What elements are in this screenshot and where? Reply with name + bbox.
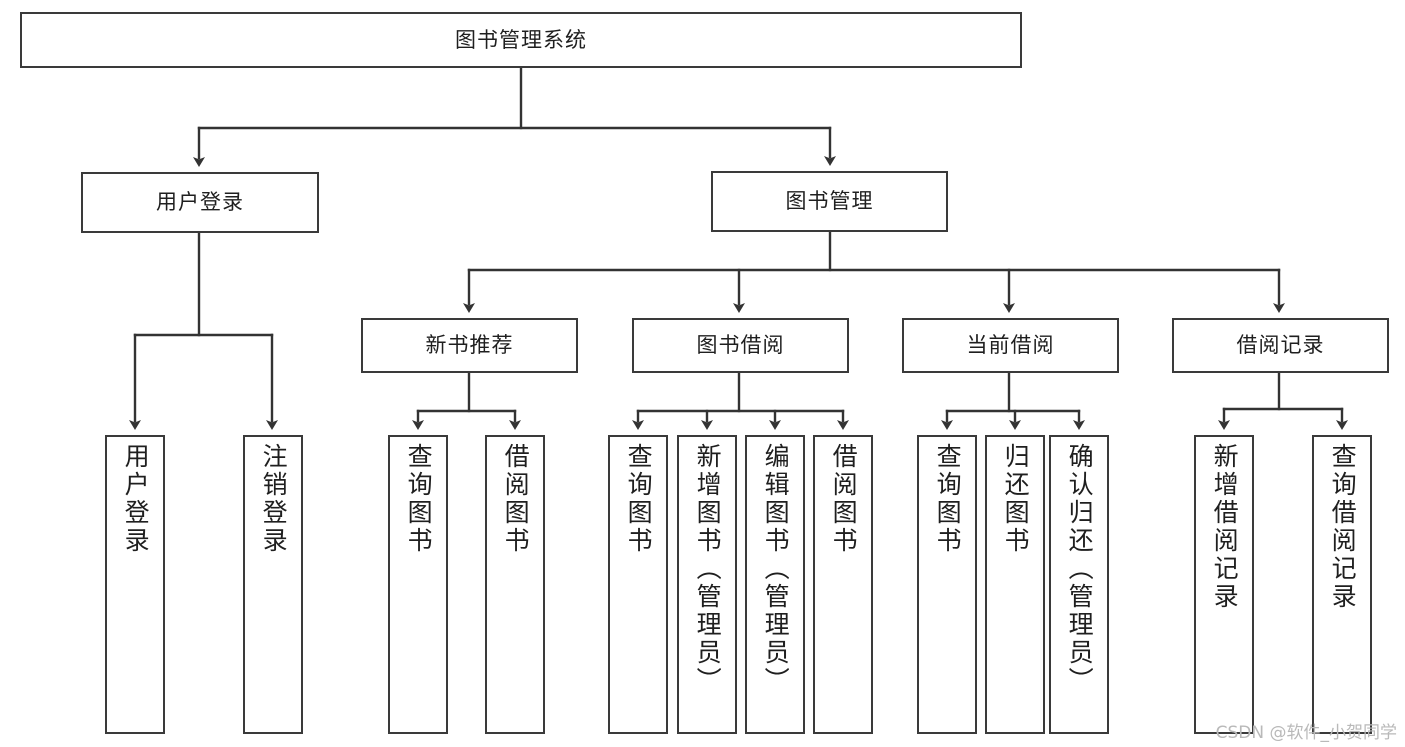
node-current-borrow[interactable]: 当前借阅 [902,318,1119,373]
node-user-login[interactable]: 用户登录 [81,172,319,233]
node-leaf-br-add[interactable]: 新增借阅记录 [1194,435,1254,734]
node-current-borrow-label: 当前借阅 [966,333,1055,358]
node-leaf-bb-edit-label: 编辑图书（管理员） [761,443,791,695]
node-book-manage-label: 图书管理 [785,189,874,214]
node-leaf-user-login[interactable]: 用户登录 [105,435,165,734]
node-book-manage[interactable]: 图书管理 [711,171,948,232]
node-leaf-bb-add[interactable]: 新增图书（管理员） [677,435,737,734]
node-leaf-bb-query[interactable]: 查询图书 [608,435,668,734]
node-leaf-cb-confirm-label: 确认归还（管理员） [1065,443,1095,695]
node-leaf-bb-add-label: 新增图书（管理员） [693,443,723,695]
node-leaf-cb-return[interactable]: 归还图书 [985,435,1045,734]
node-new-book-rec-label: 新书推荐 [425,333,514,358]
node-leaf-rec-borrow[interactable]: 借阅图书 [485,435,545,734]
node-leaf-rec-borrow-label: 借阅图书 [501,443,531,555]
node-leaf-cb-confirm[interactable]: 确认归还（管理员） [1049,435,1109,734]
node-leaf-bb-query-label: 查询图书 [624,443,654,555]
node-root[interactable]: 图书管理系统 [20,12,1022,68]
node-leaf-bb-borrow[interactable]: 借阅图书 [813,435,873,734]
node-leaf-bb-edit[interactable]: 编辑图书（管理员） [745,435,805,734]
node-leaf-br-query-label: 查询借阅记录 [1328,443,1358,611]
node-leaf-bb-borrow-label: 借阅图书 [829,443,859,555]
node-borrow-record-label: 借阅记录 [1236,333,1325,358]
node-leaf-rec-query[interactable]: 查询图书 [388,435,448,734]
node-leaf-user-logout[interactable]: 注销登录 [243,435,303,734]
node-new-book-rec[interactable]: 新书推荐 [361,318,578,373]
node-user-login-label: 用户登录 [156,190,244,215]
node-borrow-record[interactable]: 借阅记录 [1172,318,1389,373]
node-book-borrow[interactable]: 图书借阅 [632,318,849,373]
node-leaf-br-add-label: 新增借阅记录 [1210,443,1240,611]
node-root-label: 图书管理系统 [455,27,587,52]
node-leaf-user-logout-label: 注销登录 [259,443,289,555]
node-leaf-br-query[interactable]: 查询借阅记录 [1312,435,1372,734]
node-leaf-cb-query-label: 查询图书 [933,443,963,555]
node-leaf-cb-query[interactable]: 查询图书 [917,435,977,734]
node-book-borrow-label: 图书借阅 [696,333,785,358]
watermark-text: CSDN @软件_小贺同学 [1215,723,1397,743]
node-leaf-user-login-label: 用户登录 [121,443,151,555]
node-leaf-rec-query-label: 查询图书 [404,443,434,555]
node-leaf-cb-return-label: 归还图书 [1001,443,1031,555]
